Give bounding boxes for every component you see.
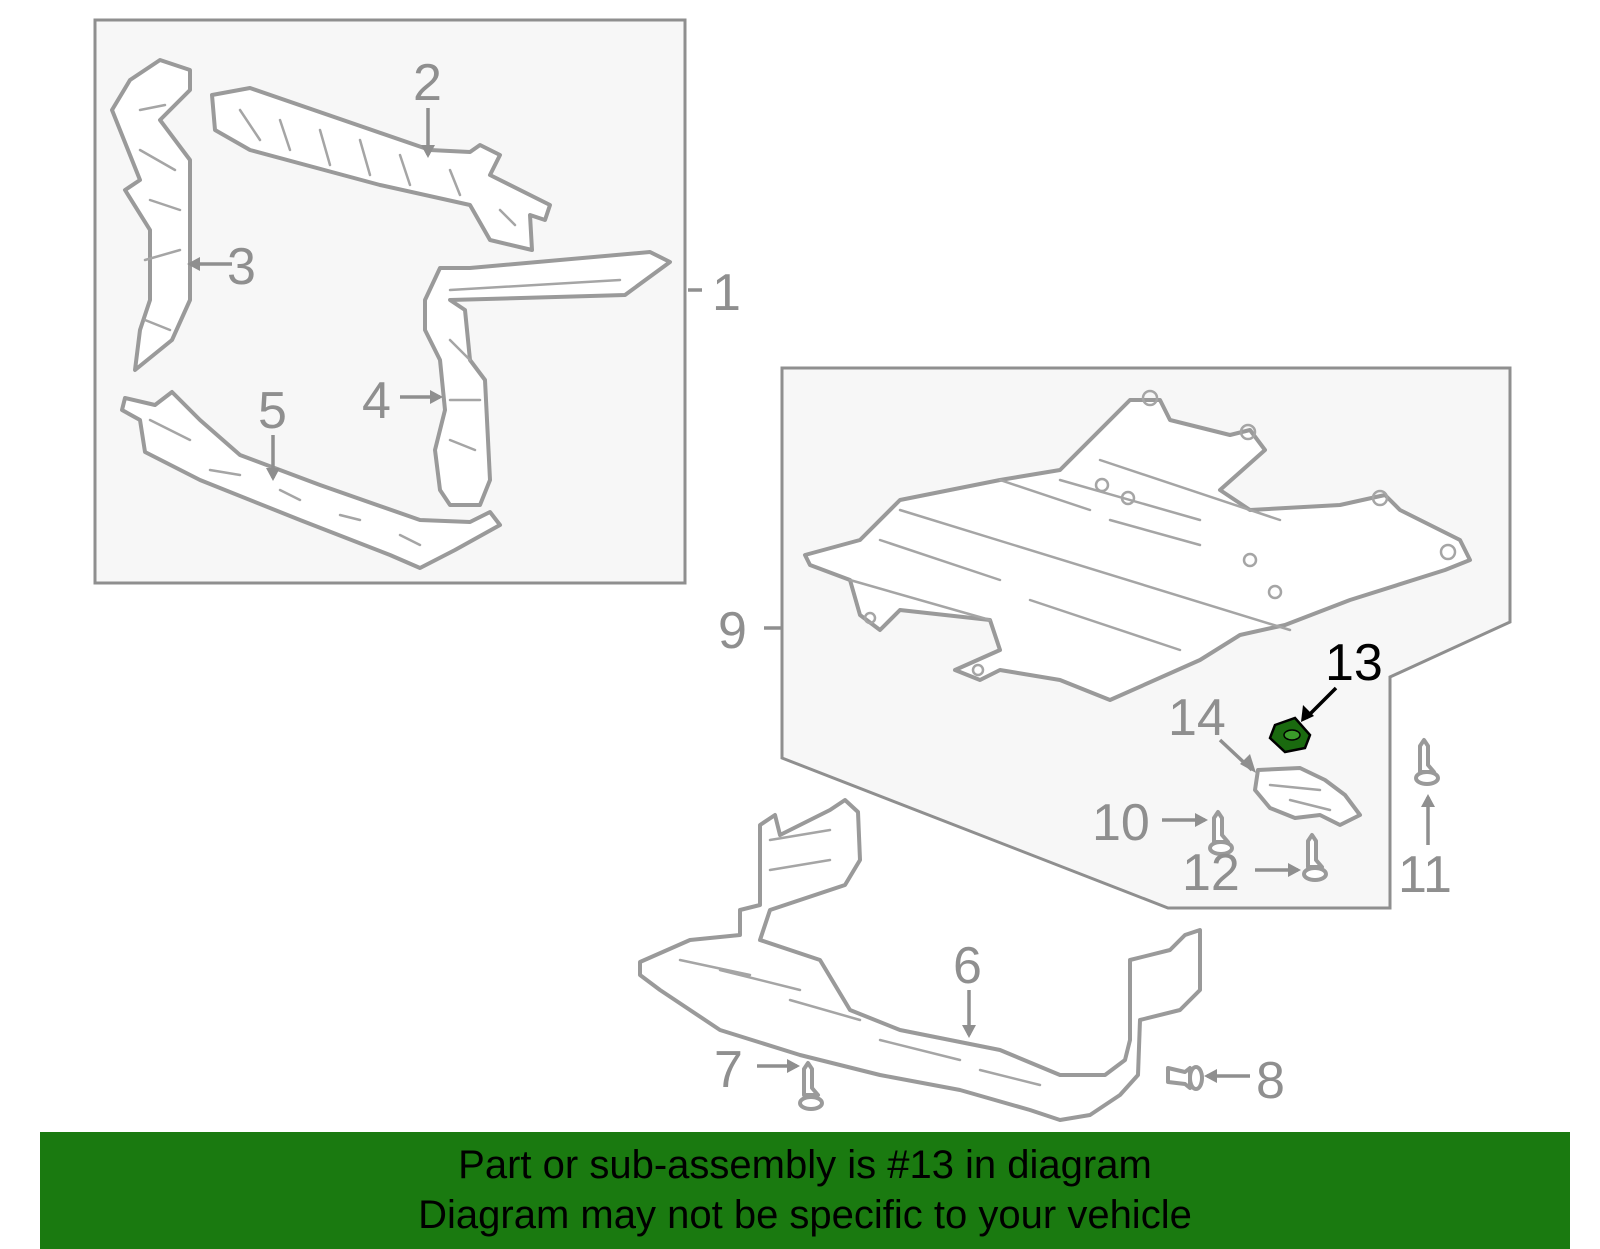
callout-11: 11 [1398, 846, 1452, 904]
callout-6: 6 [953, 937, 982, 995]
callout-3: 3 [227, 238, 256, 296]
part-5-lower-tie-bar[interactable] [120, 390, 502, 570]
part-8-clip[interactable] [1166, 1065, 1204, 1091]
group-box-1 [93, 18, 687, 585]
part-2-upper-tie-bar[interactable] [210, 86, 552, 252]
part-7-clip[interactable] [798, 1061, 824, 1111]
part-3-side-support[interactable] [110, 58, 192, 372]
callout-10: 10 [1092, 794, 1150, 852]
callout-14: 14 [1168, 689, 1226, 747]
part-14-bracket[interactable] [1253, 766, 1362, 827]
callout-13: 13 [1325, 634, 1383, 692]
callout-5: 5 [258, 382, 287, 440]
part-11-clip[interactable] [1414, 738, 1440, 786]
callout-9: 9 [718, 602, 747, 660]
info-banner: Part or sub-assembly is #13 in diagram D… [40, 1132, 1570, 1249]
callout-2: 2 [413, 54, 442, 112]
parts-diagram: 1 2 3 4 5 6 7 8 9 10 11 12 13 14 [93, 18, 1512, 1122]
callout-1: 1 [712, 264, 741, 322]
callout-8: 8 [1256, 1052, 1285, 1110]
part-9-engine-undercover[interactable] [803, 389, 1472, 702]
part-12-clip[interactable] [1302, 833, 1328, 882]
callout-12: 12 [1182, 844, 1240, 902]
part-10-clip[interactable] [1208, 810, 1234, 856]
callout-4: 4 [362, 372, 391, 430]
banner-line-part: Part or sub-assembly is #13 in diagram [458, 1143, 1152, 1187]
part-13-highlighted-pad[interactable] [1268, 716, 1312, 754]
callout-7: 7 [714, 1041, 743, 1099]
banner-line-disclaimer: Diagram may not be specific to your vehi… [418, 1193, 1192, 1237]
leader-lines [187, 108, 1435, 1083]
part-4-side-support[interactable] [423, 250, 672, 507]
part-6-splash-shield[interactable] [638, 798, 1202, 1122]
